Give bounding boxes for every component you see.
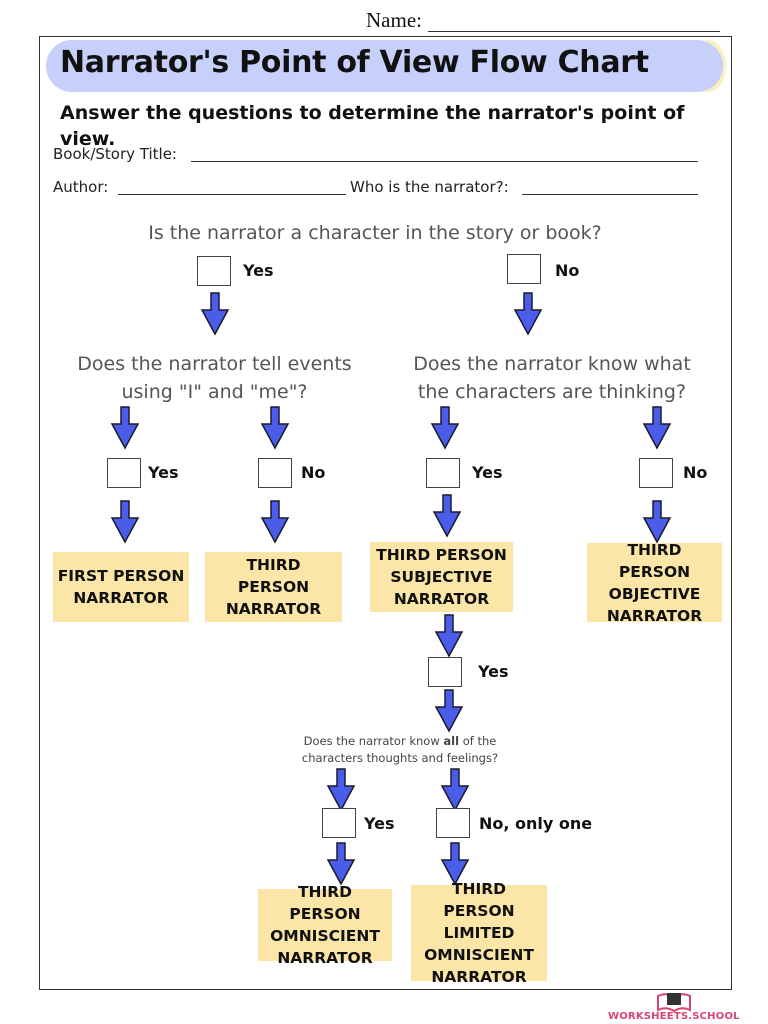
- name-label: Name:: [366, 8, 422, 32]
- knows-all-yes-checkbox[interactable]: [322, 808, 356, 838]
- first-person-no-checkbox[interactable]: [258, 458, 292, 488]
- arrow-down-icon: [326, 768, 356, 812]
- first-person-yes-checkbox[interactable]: [107, 458, 141, 488]
- arrow-down-icon: [260, 406, 290, 450]
- worksheet-frame: [39, 36, 732, 990]
- page-title: Narrator's Point of View Flow Chart: [60, 45, 649, 80]
- knows-all-yes-label: Yes: [364, 814, 395, 833]
- arrow-down-icon: [642, 406, 672, 450]
- instructions: Answer the questions to determine the na…: [60, 102, 685, 150]
- footer-logo-text[interactable]: WORKSHEETS.SCHOOL: [608, 1011, 740, 1022]
- first-person-no-label: No: [301, 463, 326, 482]
- question-3: Does the narrator know all of the charac…: [301, 734, 499, 765]
- result-third-person-limited-omniscient: THIRD PERSON LIMITED OMNISCIENT NARRATOR: [411, 880, 547, 986]
- arrow-down-icon: [110, 500, 140, 544]
- knows-thoughts-no-label: No: [683, 463, 708, 482]
- title-banner: [46, 40, 723, 92]
- q1-no-label: No: [555, 261, 580, 280]
- result-first-person: FIRST PERSON NARRATOR: [53, 552, 189, 622]
- knows-all-no-label: No, only one: [479, 814, 593, 833]
- result-third-person-subjective: THIRD PERSON SUBJECTIVE NARRATOR: [370, 542, 513, 612]
- question-2-right: Does the narrator know what the characte…: [413, 353, 691, 403]
- arrow-down-icon: [513, 292, 543, 336]
- knows-thoughts-yes-checkbox[interactable]: [426, 458, 460, 488]
- arrow-down-icon: [642, 500, 672, 544]
- subjective-yes-label: Yes: [478, 662, 509, 681]
- result-third-person-objective: THIRD PERSON OBJECTIVE NARRATOR: [587, 541, 722, 625]
- book-logo-icon: [657, 993, 691, 1012]
- result-third-person: THIRD PERSON NARRATOR: [205, 552, 342, 622]
- arrow-down-icon: [434, 614, 464, 658]
- knows-all-no-checkbox[interactable]: [436, 808, 470, 838]
- subjective-yes-checkbox[interactable]: [428, 657, 462, 687]
- arrow-down-icon: [440, 842, 470, 886]
- arrow-down-icon: [200, 292, 230, 336]
- narrator-label: Who is the narrator?:: [350, 178, 509, 196]
- book-title-line[interactable]: [191, 161, 698, 162]
- arrow-down-icon: [326, 842, 356, 886]
- arrow-down-icon: [260, 500, 290, 544]
- q1-yes-checkbox[interactable]: [197, 256, 231, 286]
- question-2-left: Does the narrator tell events using "I" …: [77, 353, 352, 403]
- knows-thoughts-yes-label: Yes: [472, 463, 503, 482]
- q1-no-checkbox[interactable]: [507, 254, 541, 284]
- q1-yes-label: Yes: [243, 261, 274, 280]
- first-person-yes-label: Yes: [148, 463, 179, 482]
- arrow-down-icon: [110, 406, 140, 450]
- arrow-down-icon: [434, 689, 464, 733]
- arrow-down-icon: [432, 494, 462, 538]
- name-blank-line[interactable]: [428, 31, 720, 32]
- result-third-person-omniscient: THIRD PERSON OMNISCIENT NARRATOR: [258, 883, 392, 967]
- question-1: Is the narrator a character in the story…: [148, 222, 602, 244]
- narrator-line[interactable]: [522, 194, 698, 195]
- book-title-label: Book/Story Title:: [53, 145, 177, 163]
- arrow-down-icon: [430, 406, 460, 450]
- author-line[interactable]: [118, 194, 346, 195]
- knows-thoughts-no-checkbox[interactable]: [639, 458, 673, 488]
- author-label: Author:: [53, 178, 109, 196]
- arrow-down-icon: [440, 768, 470, 812]
